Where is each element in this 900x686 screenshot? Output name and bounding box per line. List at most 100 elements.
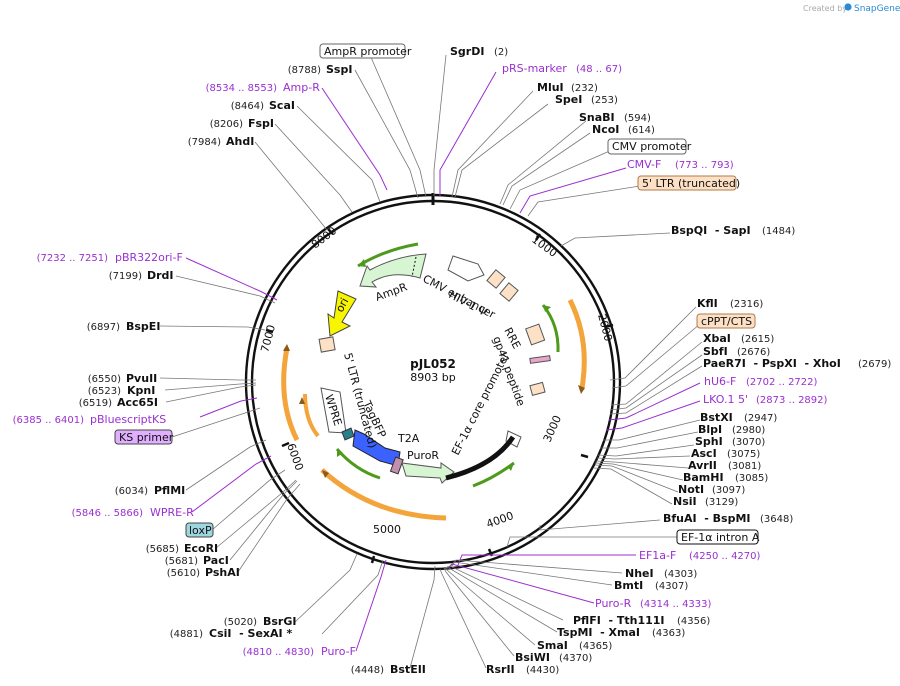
tick-5000: 5000 [370,523,401,564]
site-sbfi[interactable]: SbfI(2676) [703,345,770,358]
svg-text:AvrII: AvrII [688,459,717,472]
site-blpi[interactable]: BlpI(2980) [698,423,765,436]
site-snabi[interactable]: SnaBI(594) [579,111,651,124]
ampr-feature[interactable] [359,253,427,288]
primer-pbr322ori-f[interactable]: (7232 .. 7251)pBR322ori-F [37,251,183,264]
site-kpni[interactable]: (6523)KpnI [88,384,156,397]
svg-text:(773 .. 793): (773 .. 793) [675,160,734,171]
svg-text:(5846 .. 5866): (5846 .. 5866) [72,508,144,519]
site-pflmi[interactable]: (6034)PflMI [115,484,186,497]
svg-text:PacI: PacI [203,554,229,567]
feature-ampr-promoter-label[interactable]: AmpR promoter [319,43,412,59]
site-kfli[interactable]: KflI(2316) [697,297,763,310]
site-bspei[interactable]: (6897)BspEI [87,320,161,333]
svg-text:pRS-marker: pRS-marker [502,62,567,75]
primer-amp-r[interactable]: (8534 .. 8553)Amp-R [206,81,321,94]
svg-text:Puro-F: Puro-F [321,645,356,658]
site-sspi[interactable]: (8788)SspI [288,63,353,76]
primer-hu6-f[interactable]: hU6-F(2702 .. 2722) [704,375,818,388]
svg-text:ScaI: ScaI [269,99,295,112]
svg-text:SgrDI: SgrDI [450,45,484,58]
site-scai[interactable]: (8464)ScaI [231,99,295,112]
credit-text: Created by [803,4,847,13]
site-xbai[interactable]: XbaI(2615) [703,332,774,345]
svg-text:EF1a-F: EF1a-F [639,549,676,562]
ori-feature[interactable] [327,290,357,337]
primer-cmv-f[interactable]: CMV-F(773 .. 793) [627,158,734,171]
t2a-feature[interactable] [389,456,404,475]
site-paci[interactable]: (5681)PacI [165,554,229,567]
site-nhei[interactable]: NheI(4303) [625,567,697,580]
site-paer7i-pspxi-xhoi[interactable]: PaeR7I - PspXI - XhoI(2679) [703,357,891,370]
site-rsrii[interactable]: RsrII(4430) [486,663,559,676]
site-bsrgi[interactable]: (5020)BsrGI [224,615,297,628]
svg-text:(2947): (2947) [744,413,777,424]
site-ahdi[interactable]: (7984)AhdI [188,135,255,148]
site-avrii[interactable]: AvrII(3081) [688,459,761,472]
primer-pbluescriptks[interactable]: (6385 .. 6401)pBluescriptKS [13,413,167,426]
site-sphi[interactable]: SphI(3070) [695,435,765,448]
primer-prs-marker[interactable]: pRS-marker(48 .. 67) [502,62,622,75]
cmv-enhancer-feature[interactable] [447,255,485,282]
feature-cmv-promoter-label[interactable]: CMV promoter [607,138,692,155]
primer-ef1a-f[interactable]: EF1a-F(4250 .. 4270) [639,549,761,562]
cppt-feature[interactable] [529,355,551,364]
site-fspi[interactable]: (8206)FspI [210,117,274,130]
primer-puro-r[interactable]: Puro-R(4314 .. 4333) [595,597,712,610]
feature-ef1a-intron-label[interactable]: EF-1α intron A [676,529,760,545]
feature-loxp-label[interactable]: loxP [185,522,214,538]
svg-text:5' LTR (truncated): 5' LTR (truncated) [642,177,740,190]
site-bfuai-bspmi[interactable]: BfuAI - BspMI(3648) [663,512,793,525]
site-pshai[interactable]: (5610)PshAI [167,566,240,579]
svg-text:SphI: SphI [695,435,723,448]
site-nsii[interactable]: NsiI(3129) [673,495,738,508]
feature-cppt-cts-label[interactable]: cPPT/CTS [696,313,756,329]
cmv-promoter-feature[interactable] [486,269,506,289]
site-mlui[interactable]: MluI(232) [537,81,598,94]
svg-text:NcoI: NcoI [592,123,619,136]
svg-text:(5685): (5685) [146,544,179,555]
site-ncoi[interactable]: NcoI(614) [592,123,655,136]
primer-puro-f[interactable]: (4810 .. 4830)Puro-F [243,645,356,658]
site-sgrdi[interactable]: SgrDI(2) [450,45,508,58]
ltr5-right-feature[interactable] [499,282,519,302]
site-ecori[interactable]: (5685)EcoRI [146,542,218,555]
feature-ks-primer-label[interactable]: KS primer [114,429,174,445]
site-bmti[interactable]: BmtI(4307) [614,579,688,592]
site-smai[interactable]: SmaI(4365) [537,639,612,652]
svg-text:6000: 6000 [284,442,306,473]
site-bspqi-sapi[interactable]: BspQI - SapI(1484) [671,224,795,237]
labels-right: SgrDI(2) pRS-marker(48 .. 67) MluI(232) … [450,45,891,676]
center-title: pJL052 8903 bp [410,357,456,384]
site-csii-sexai[interactable]: (4881)CsiI - SexAI * [170,627,293,640]
svg-text:PaeR7I - PspXI - XhoI: PaeR7I - PspXI - XhoI [703,357,841,370]
site-noti[interactable]: NotI(3097) [678,483,745,496]
puror-feature[interactable] [401,462,455,484]
site-pvuii[interactable]: (6550)PvuII [88,372,158,385]
primer-lko1-5[interactable]: LKO.1 5'(2873 .. 2892) [703,393,828,406]
gp41-feature[interactable] [529,381,546,396]
site-acc65i[interactable]: (6519)Acc65I [79,396,158,409]
svg-text:RsrII: RsrII [486,663,515,676]
svg-text:BamHI: BamHI [683,471,724,484]
svg-text:KS primer: KS primer [119,431,174,444]
site-bstxi[interactable]: BstXI(2947) [700,411,777,424]
site-spei[interactable]: SpeI(253) [555,93,618,106]
rre-feature[interactable] [525,323,546,346]
site-drdi[interactable]: (7199)DrdI [109,269,174,282]
site-bamhi[interactable]: BamHI(3085) [683,471,768,484]
labels-left: AmpR promoter (8788)SspI (8534 .. 8553)A… [13,43,426,676]
svg-text:(1484): (1484) [762,226,795,237]
site-pflfi-tth111i[interactable]: PflFI - Tth111I(4356) [573,614,710,627]
feature-5-ltr-truncated-label[interactable]: 5' LTR (truncated) [637,175,740,191]
site-bsteii[interactable]: (4448)BstEII [351,663,426,676]
ef1a-intron-arc[interactable] [445,435,516,481]
site-bsiwi[interactable]: BsiWI(4370) [515,651,592,664]
site-asci[interactable]: AscI(3075) [691,447,760,460]
primer-wpre-r[interactable]: (5846 .. 5866)WPRE-R [72,506,194,519]
backbone [244,193,622,571]
site-tspmi-xmai[interactable]: TspMI - XmaI(4363) [557,626,685,639]
ltr5-left-feature[interactable] [318,336,336,353]
